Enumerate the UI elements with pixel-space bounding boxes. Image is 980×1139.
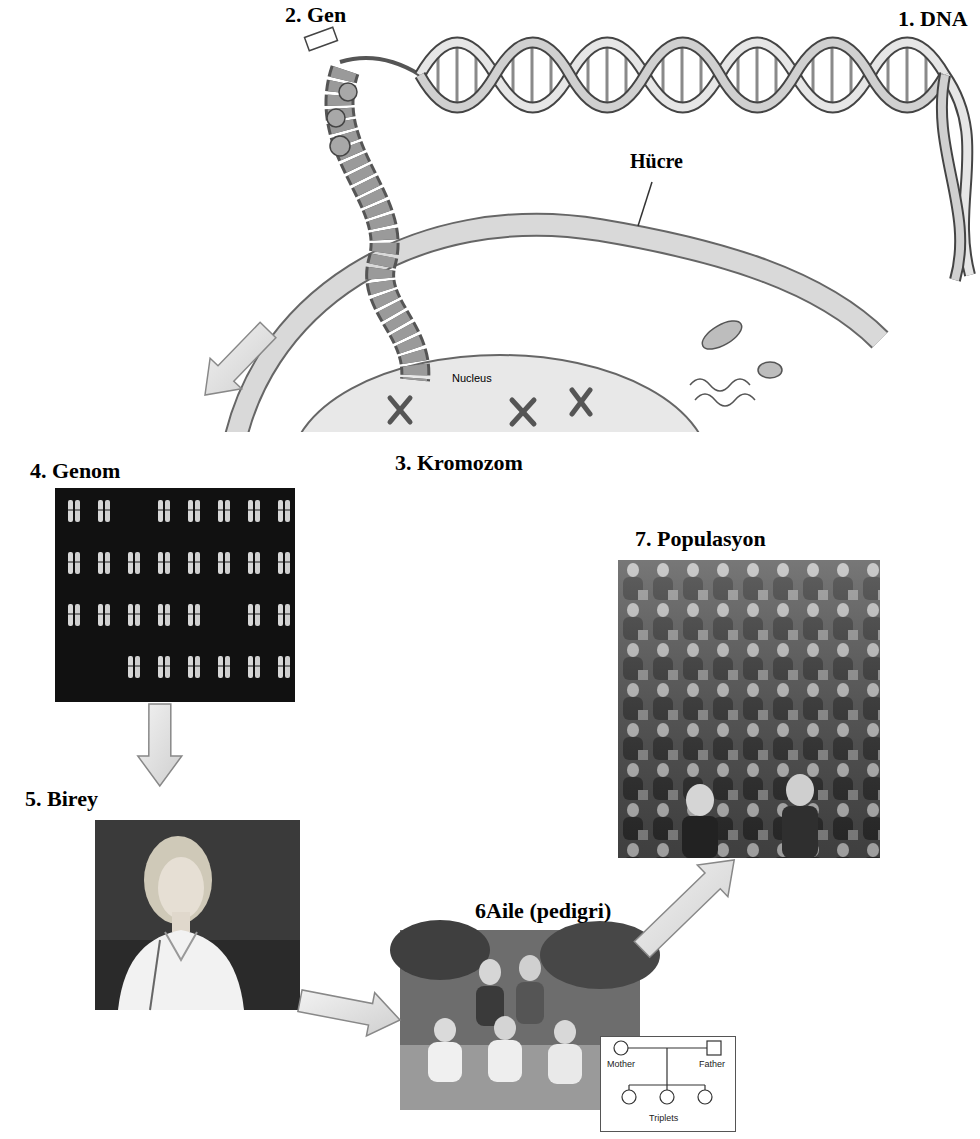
part-label: Hücre	[630, 150, 683, 173]
dna-helix	[305, 27, 970, 280]
chromatin-fiber	[339, 70, 415, 380]
nucleus	[290, 355, 710, 432]
karyotype-photo	[55, 488, 295, 702]
crowd-photo	[686, 784, 714, 816]
family-photo	[428, 1042, 462, 1082]
portrait-photo	[150, 940, 160, 1010]
family-photo	[516, 982, 544, 1024]
family-photo	[540, 921, 660, 989]
dna-helix	[942, 75, 960, 280]
dna-helix	[340, 58, 420, 75]
crowd-photo	[618, 560, 880, 858]
pedigree-symbols	[622, 1090, 636, 1104]
chromatin-fiber	[339, 70, 415, 380]
organelle	[690, 315, 782, 406]
panel-heading: 4. Genom	[30, 458, 120, 484]
pedigree-symbols	[614, 1041, 628, 1055]
image-panel: 5. Birey	[25, 786, 300, 1012]
crowd-photo	[618, 560, 880, 858]
portrait-photo	[95, 820, 300, 1010]
pedigree-symbols	[628, 1085, 629, 1090]
dna-helix	[420, 43, 945, 108]
pedigree-inset: Mother FatherTriplets	[600, 1036, 736, 1132]
organelle	[690, 379, 750, 391]
portrait-photo	[95, 820, 300, 1010]
panel-heading: 5. Birey	[25, 786, 98, 812]
pedigree-symbols	[660, 1090, 674, 1104]
block-arrow	[138, 704, 182, 786]
crowd-photo	[618, 560, 880, 858]
nucleosome	[339, 83, 357, 101]
family-photo	[479, 959, 501, 985]
nucleosome	[327, 83, 357, 156]
chromosome-icon	[390, 390, 590, 424]
portrait-photo	[118, 930, 244, 1010]
karyotype-photo	[55, 488, 295, 702]
pedigree-symbols	[614, 1041, 721, 1104]
part-label: 2. Gen	[285, 2, 346, 27]
pedigree-label: Triplets	[649, 1113, 678, 1124]
pedigree-symbols	[704, 1085, 705, 1090]
block-arrow	[298, 990, 400, 1036]
family-photo	[390, 920, 490, 980]
organelle	[698, 315, 746, 354]
pedigree-label: Father	[699, 1059, 725, 1070]
pedigree-label: Mother	[607, 1059, 635, 1070]
cell-illustration	[230, 70, 880, 432]
chromosome-icon	[572, 390, 590, 414]
pedigree-symbols	[666, 1048, 667, 1085]
karyotype-photo	[55, 488, 295, 702]
organelle	[758, 362, 782, 378]
panel-heading: 7. Populasyon	[635, 526, 766, 552]
part-label: 1. DNA	[898, 6, 968, 31]
pedigree-symbols	[666, 1085, 667, 1090]
portrait-photo	[172, 912, 190, 932]
crowd-photo	[682, 816, 718, 858]
portrait-photo	[158, 857, 204, 919]
crowd-photo	[782, 806, 818, 858]
pedigree-symbols	[707, 1041, 721, 1055]
karyotype-photo	[210, 594, 240, 646]
pedigree-symbols	[698, 1090, 712, 1104]
dna-helix	[420, 43, 945, 108]
chromosome-icon	[390, 398, 410, 422]
dna-helix	[420, 43, 945, 108]
image-panel: 7. Populasyon	[618, 526, 882, 860]
family-photo	[554, 1020, 576, 1044]
family-photo	[548, 1044, 582, 1084]
panel-heading: 6Aile (pedigri)	[475, 898, 611, 924]
family-photo	[434, 1018, 456, 1042]
chromosome-icon	[512, 400, 534, 424]
family-photo	[488, 1040, 522, 1082]
family-photo	[519, 955, 541, 981]
chromosome-icon	[390, 398, 410, 422]
karyotype-photo	[60, 646, 120, 698]
portrait-photo	[144, 836, 212, 924]
portrait-photo	[165, 932, 197, 960]
block-arrow	[205, 322, 276, 395]
dna-helix	[942, 75, 960, 280]
image-panel: 4. Genom	[30, 458, 295, 704]
family-photo	[494, 1016, 516, 1040]
part-label: Nucleus	[452, 372, 492, 385]
nucleosome	[327, 109, 345, 127]
chromosome-icon	[512, 400, 534, 424]
nucleosome	[330, 136, 350, 156]
karyotype-photo	[120, 490, 150, 542]
crowd-photo	[786, 774, 814, 806]
part-label: 3. Kromozom	[395, 450, 523, 475]
gene-marker	[305, 27, 338, 50]
chromosome-icon	[572, 390, 590, 414]
organelle	[695, 394, 755, 406]
leader-line	[638, 182, 652, 226]
dna-helix	[420, 43, 945, 108]
block-arrow	[634, 860, 734, 957]
